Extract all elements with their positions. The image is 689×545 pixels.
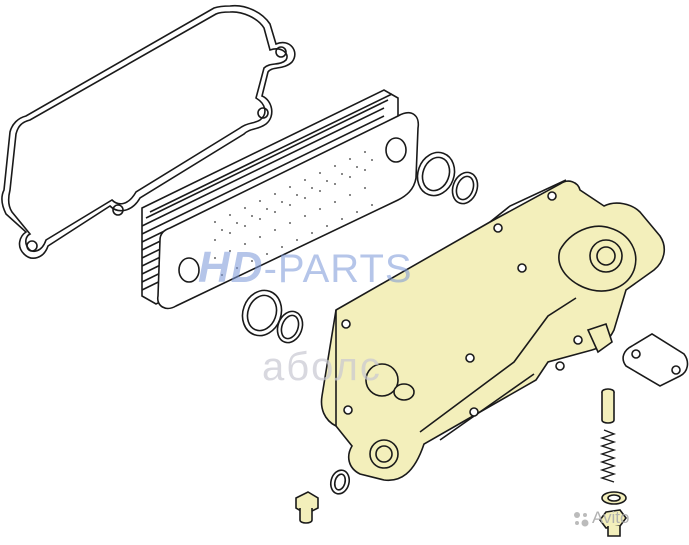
brand-watermark-hd: HD <box>198 243 264 292</box>
drain-plug <box>295 491 319 524</box>
valve-plug-bolt <box>599 509 627 537</box>
sealing-washer <box>601 491 627 505</box>
avito-logo-icon <box>574 512 589 527</box>
core-dot-texture <box>214 151 373 276</box>
valve-spring <box>599 429 617 483</box>
avito-watermark: Avito <box>592 508 630 527</box>
oil-cooler-housing <box>320 179 666 482</box>
o-ring-pair-lower <box>241 289 304 344</box>
center-watermark: аболс <box>262 345 382 389</box>
valve-piston <box>601 388 615 424</box>
drain-o-ring <box>329 469 351 495</box>
brand-watermark-parts: -PARTS <box>263 247 413 291</box>
cover-gasket <box>622 333 689 387</box>
brand-watermark: HD-PARTS <box>198 243 413 293</box>
o-ring-pair-upper <box>416 151 479 205</box>
large-gasket <box>1 4 296 259</box>
cooler-core <box>141 89 420 310</box>
